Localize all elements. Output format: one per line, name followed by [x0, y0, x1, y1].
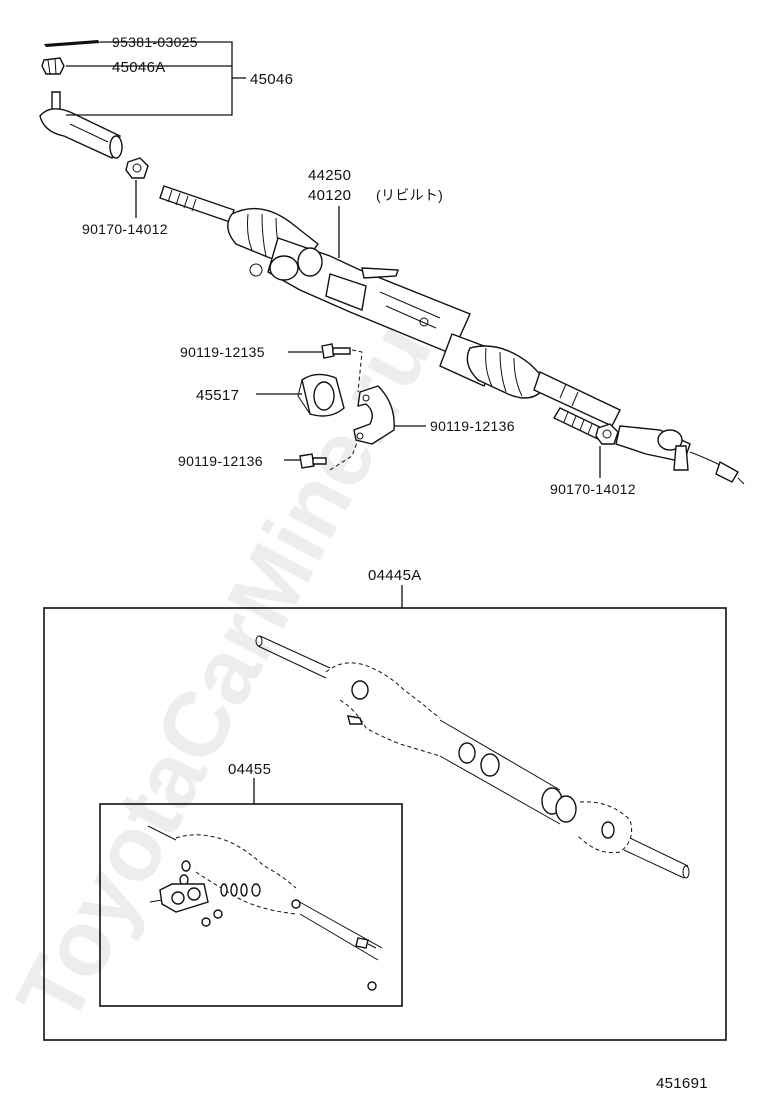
label-nut: 45046A [112, 59, 166, 76]
label-gear-assy-2: 40120 [308, 187, 351, 204]
castle-nut-icon[interactable] [41, 57, 65, 75]
label-lock-nut-left: 90170-14012 [82, 221, 168, 237]
gasket-kit-rack-outline-icon[interactable] [255, 635, 690, 879]
tie-rod-end-icon[interactable] [39, 91, 123, 159]
diagram-id: 451691 [656, 1075, 708, 1092]
label-seal-kit: 04455 [228, 761, 271, 778]
label-bracket-bolt: 90119-12136 [430, 418, 515, 434]
label-cotter-pin: 95381-03025 [112, 34, 198, 50]
seal-kit-parts-icon[interactable] [147, 825, 383, 991]
label-tie-rod-end: 45046 [250, 71, 293, 88]
label-bolt-upper: 90119-12135 [180, 344, 265, 360]
label-gasket-kit: 04445A [368, 567, 422, 584]
gasket-kit-box [43, 607, 727, 1041]
label-gear-assy-1: 44250 [308, 167, 351, 184]
seal-kit-box [99, 803, 403, 1007]
steering-rack-gear-icon[interactable] [159, 185, 745, 485]
bolt-upper-icon[interactable] [321, 343, 351, 359]
cotter-pin-icon[interactable] [44, 40, 100, 47]
lock-nut-left-icon[interactable] [125, 157, 149, 179]
lock-nut-right-icon[interactable] [595, 423, 619, 445]
label-bolt-lower: 90119-12136 [178, 453, 263, 469]
label-bushing: 45517 [196, 387, 239, 404]
label-gear-assy-note: (リビルト) [376, 187, 443, 203]
bracket-icon[interactable] [353, 385, 395, 445]
bushing-icon[interactable] [297, 373, 345, 417]
label-lock-nut-right: 90170-14012 [550, 481, 636, 497]
bolt-lower-icon[interactable] [299, 453, 327, 469]
